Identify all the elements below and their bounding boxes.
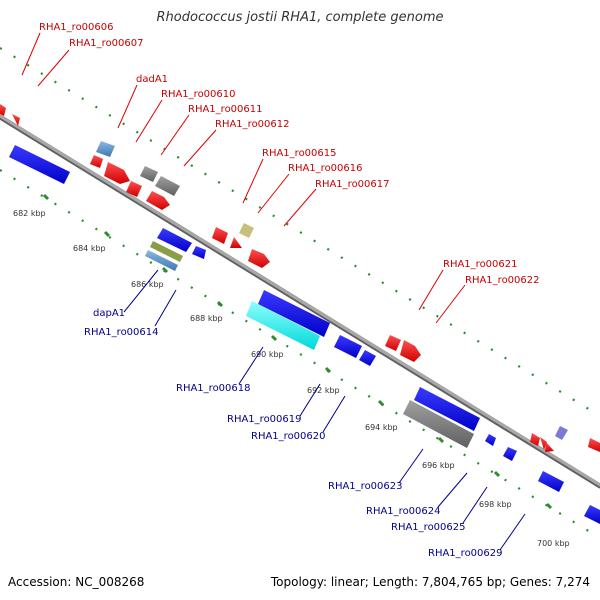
genome-backbone <box>0 114 600 487</box>
upper-guide-line <box>0 47 600 417</box>
scale-tick-marks <box>42 193 553 510</box>
gene-ro00623-grey-block[interactable] <box>403 400 474 448</box>
gene-block-lavender[interactable] <box>555 426 568 440</box>
gene-label[interactable]: RHA1_ro00617 <box>315 179 390 190</box>
gene-ro00617-arrow[interactable] <box>248 249 270 268</box>
gene-dapA1-block[interactable] <box>150 241 183 262</box>
gene-arrow[interactable] <box>545 442 554 452</box>
gene-ro00613-block[interactable] <box>155 176 180 196</box>
gene-label[interactable]: RHA1_ro00607 <box>69 38 144 49</box>
gene-label[interactable]: RHA1_ro00622 <box>465 275 540 286</box>
gene-ro00622-arrow[interactable] <box>400 340 421 362</box>
gene-arrow[interactable] <box>540 437 547 450</box>
gene-ro00625-block[interactable] <box>503 447 517 461</box>
gene-ro00607-arrow[interactable] <box>12 114 20 126</box>
gene-ro00616-arrow[interactable] <box>212 227 228 244</box>
gene-ro00616-arrow-tip[interactable] <box>230 237 242 248</box>
gene-ro00629-block[interactable] <box>538 471 564 492</box>
gene-arrow[interactable] <box>588 438 600 452</box>
tick-label: 698 kbp <box>479 500 512 509</box>
gene-block[interactable] <box>9 145 70 184</box>
forward-strand-genes <box>0 104 600 452</box>
tick-label: 694 kbp <box>365 423 398 432</box>
gene-label[interactable]: RHA1_ro00619 <box>227 414 302 425</box>
gene-ro00623-block[interactable] <box>414 387 480 431</box>
gene-label[interactable]: RHA1_ro00618 <box>176 383 251 394</box>
gene-arrow[interactable] <box>126 181 142 197</box>
gene-label[interactable]: RHA1_ro00614 <box>84 327 159 338</box>
forward-gene-labels: RHA1_ro00606 RHA1_ro00607 dadA1 RHA1_ro0… <box>39 22 540 286</box>
accession-text: Accession: NC_008268 <box>8 575 145 589</box>
tick-label: 690 kbp <box>251 350 284 359</box>
gene-label[interactable]: RHA1_ro00621 <box>443 259 518 270</box>
gene-ro00611-arrow[interactable] <box>104 162 130 184</box>
gene-ro00618-block[interactable] <box>258 290 330 337</box>
map-title: Rhodococcus jostii RHA1, complete genome <box>156 10 444 25</box>
gene-label[interactable]: RHA1_ro00625 <box>391 522 466 533</box>
gene-ro00614-block[interactable] <box>145 250 178 271</box>
tick-label: 700 kbp <box>537 539 570 548</box>
tick-label: 696 kbp <box>422 461 455 470</box>
topology-summary-text: Topology: linear; Length: 7,804,765 bp; … <box>270 575 590 589</box>
gene-ro00620-arrow[interactable] <box>359 350 376 366</box>
tick-label: 692 kbp <box>307 386 340 395</box>
reverse-strand-genes <box>9 145 600 524</box>
gene-block[interactable] <box>584 505 600 524</box>
gene-ro00610-arrow[interactable] <box>90 155 103 168</box>
gene-label[interactable]: RHA1_ro00624 <box>366 506 441 517</box>
gene-label[interactable]: RHA1_ro00629 <box>428 548 503 559</box>
gene-label[interactable]: RHA1_ro00615 <box>262 148 337 159</box>
lower-guide-line <box>0 169 600 539</box>
gene-ro00606-arrow[interactable] <box>0 104 6 116</box>
gene-label[interactable]: RHA1_ro00616 <box>288 163 363 174</box>
gene-ro00618-cyan-block[interactable] <box>246 301 320 350</box>
forward-label-leaders <box>21 32 466 324</box>
tick-label: 688 kbp <box>190 314 223 323</box>
gene-label[interactable]: RHA1_ro00610 <box>161 89 236 100</box>
gene-ro00621-arrow[interactable] <box>385 335 401 351</box>
tick-label: 682 kbp <box>13 209 46 218</box>
gene-label[interactable]: dadA1 <box>136 74 168 85</box>
gene-label[interactable]: RHA1_ro00612 <box>215 119 290 130</box>
gene-label[interactable]: RHA1_ro00623 <box>328 481 403 492</box>
gene-label[interactable]: RHA1_ro00620 <box>251 431 326 442</box>
gene-ro00615-block[interactable] <box>239 223 254 238</box>
tick-labels: 682 kbp 684 kbp 686 kbp 688 kbp 690 kbp … <box>13 209 570 548</box>
gene-ro00624-arrow[interactable] <box>485 434 496 446</box>
reverse-gene-labels: dapA1 RHA1_ro00614 RHA1_ro00618 RHA1_ro0… <box>84 308 503 559</box>
gene-ro00612-block[interactable] <box>140 166 158 182</box>
gene-arrow[interactable] <box>192 246 206 259</box>
gene-label[interactable]: dapA1 <box>93 308 125 319</box>
gene-label[interactable]: RHA1_ro00611 <box>188 104 263 115</box>
reverse-label-leaders <box>123 269 526 551</box>
gene-ro00619-block[interactable] <box>334 335 362 358</box>
gene-label[interactable]: RHA1_ro00606 <box>39 22 114 33</box>
gene-dadA1-block[interactable] <box>96 141 115 157</box>
gene-arrow[interactable] <box>146 191 170 210</box>
gene-arrow[interactable] <box>530 433 540 446</box>
tick-label: 686 kbp <box>131 280 164 289</box>
tick-label: 684 kbp <box>73 244 106 253</box>
gene-block[interactable] <box>157 228 192 252</box>
